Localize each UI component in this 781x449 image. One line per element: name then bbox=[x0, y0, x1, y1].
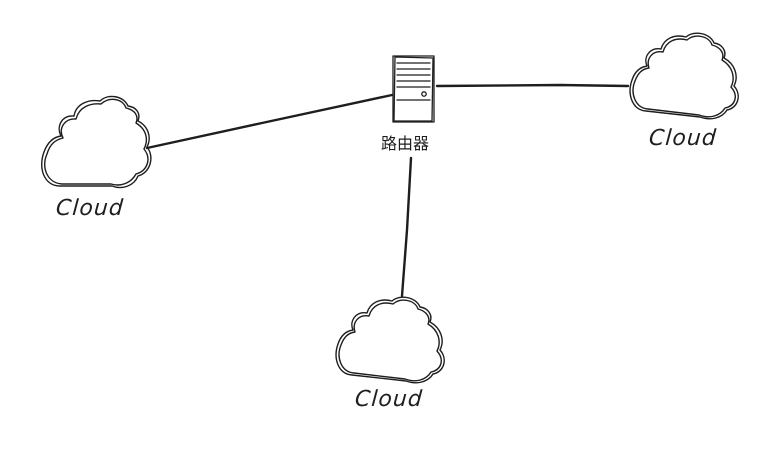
cloud-bottom-label: Cloud bbox=[354, 387, 424, 412]
connection-router-cloud-left[interactable] bbox=[145, 93, 394, 150]
router-label: 路由器 bbox=[381, 134, 430, 153]
server-icon[interactable] bbox=[392, 55, 435, 123]
cloud-left-label: Cloud bbox=[55, 196, 125, 221]
cloud-right-icon[interactable] bbox=[629, 32, 739, 120]
cloud-left-icon[interactable] bbox=[41, 95, 152, 189]
connection-router-cloud-right[interactable] bbox=[435, 83, 630, 88]
cloud-bottom-icon[interactable] bbox=[335, 296, 445, 384]
cloud-right-label: Cloud bbox=[648, 126, 718, 151]
connection-router-cloud-bottom[interactable] bbox=[400, 156, 413, 298]
